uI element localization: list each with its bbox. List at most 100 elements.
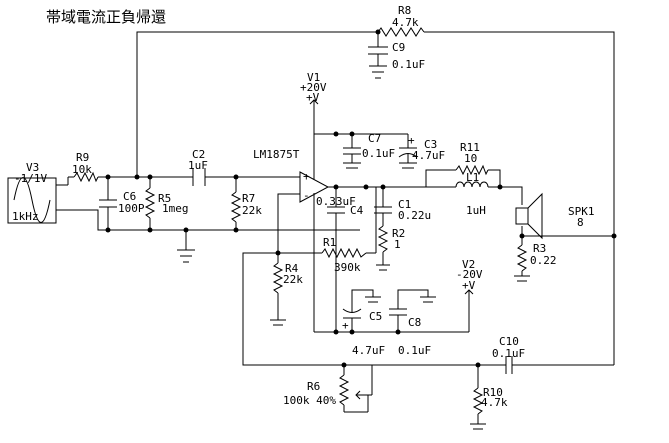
inductor-l1	[455, 181, 489, 188]
c9-ref: C9	[392, 41, 405, 54]
junction-dot	[134, 174, 140, 180]
r5-value: 1meg	[162, 202, 189, 215]
c10-value: 0.1uF	[492, 347, 525, 360]
ground-input	[177, 249, 195, 263]
r10-value: 4.7k	[481, 396, 508, 409]
resistor-r2	[376, 225, 390, 271]
r5-ref: R5	[158, 192, 171, 205]
svg-text:+: +	[342, 319, 349, 332]
capacitor-c1	[374, 187, 392, 226]
c1-value: 0.22u	[398, 209, 431, 222]
junction-dot	[475, 362, 481, 368]
v1-ref: V1	[307, 71, 320, 84]
diagram-title: 帯域電流正負帰還	[46, 8, 166, 26]
junction-dot	[341, 362, 347, 368]
c9-value: 0.1uF	[392, 58, 425, 71]
resistor-r4	[270, 253, 286, 326]
r10-ref: R10	[483, 386, 503, 399]
v2-sign: +V	[462, 279, 476, 292]
c4-ref: C4	[350, 204, 364, 217]
r3-ref: R3	[533, 242, 546, 255]
v1-value: +20V	[300, 81, 327, 94]
junction-dot	[183, 227, 189, 233]
c6-ref: C6	[123, 190, 136, 203]
r4-value: 22k	[283, 273, 303, 286]
c3-ref: C3	[424, 138, 437, 151]
c1-ref: C1	[398, 198, 411, 211]
r8-ref: R8	[398, 4, 411, 17]
input-wires	[56, 176, 360, 250]
junction-dot	[363, 184, 369, 190]
opamp-wires	[277, 108, 470, 333]
c8-ref: C8	[408, 316, 421, 329]
resistor-r7	[230, 177, 242, 230]
resistor-r5	[144, 177, 156, 230]
capacitor-c6	[99, 177, 117, 230]
c5-value: 4.7uF	[352, 344, 385, 357]
r11-ref: R11	[460, 141, 480, 154]
v2-value: -20V	[456, 268, 483, 281]
l1-value: 1uH	[466, 204, 486, 217]
v2-ref: V2	[462, 258, 475, 271]
c3-value: 4.7uF	[412, 149, 445, 162]
capacitor-c10	[505, 356, 518, 374]
junction-dot	[611, 233, 617, 239]
v3-freq: 1kHz	[12, 210, 39, 223]
c8-value: 0.1uF	[398, 344, 431, 357]
c6-value: 100P	[118, 202, 145, 215]
supply-v1	[309, 99, 319, 108]
junction-dot	[333, 184, 339, 190]
v3-ref: V3	[26, 161, 39, 174]
svg-text:-: -	[303, 189, 310, 202]
capacitor-c5: +	[342, 289, 381, 332]
resistor-r3	[514, 244, 530, 282]
capacitor-c4	[327, 206, 345, 214]
r6-value: 100k 40%	[283, 394, 336, 407]
r7-value: 22k	[242, 204, 262, 217]
resistor-r11	[455, 164, 489, 176]
svg-text:+: +	[303, 170, 310, 183]
r1-ref: R1	[323, 236, 336, 249]
resistor-r1	[321, 247, 367, 259]
r6-ref: R6	[307, 380, 320, 393]
r3-value: 0.22	[530, 254, 557, 267]
capacitor-c8	[389, 289, 436, 332]
c2-ref: C2	[192, 148, 205, 161]
junction-dot	[333, 131, 339, 137]
r9-value: 10k	[72, 163, 92, 176]
junction-dot	[497, 184, 503, 190]
supply-v2	[464, 289, 474, 298]
r9-ref: R9	[76, 151, 89, 164]
l1-ref: L1	[466, 171, 479, 184]
c10-ref: C10	[499, 335, 519, 348]
resistor-r8	[377, 27, 425, 37]
spk1-ref: SPK1	[568, 205, 595, 218]
c7-value: 0.1uF	[362, 147, 395, 160]
resistor-r9	[73, 171, 99, 183]
capacitor-c2	[192, 168, 206, 186]
r4-ref: R4	[285, 262, 299, 275]
resistor-r10	[470, 387, 486, 430]
capacitor-c3: +	[398, 134, 418, 169]
c7-ref: C7	[368, 132, 381, 145]
spk1-value: 8	[577, 216, 584, 229]
r11-value: 10	[464, 152, 477, 165]
speaker-spk1	[515, 192, 543, 240]
capacitor-c7	[343, 134, 361, 169]
r7-ref: R7	[242, 192, 255, 205]
c2-value: 1uF	[188, 159, 208, 172]
c4-value: 0.33uF	[316, 195, 356, 208]
svg-text:+: +	[408, 134, 415, 147]
r2-value: 1	[394, 238, 401, 251]
potentiometer-r6	[338, 365, 373, 413]
c5-ref: C5	[369, 310, 382, 323]
capacitor-c9	[368, 46, 388, 79]
r8-value: 4.7k	[392, 16, 419, 29]
junction-dot	[333, 329, 339, 335]
u1-ref: LM1875T	[253, 148, 300, 161]
v3-value: -1/1V	[14, 172, 47, 185]
junction-dot	[519, 233, 525, 239]
v1-sign: +V	[306, 91, 320, 104]
source-v3	[7, 177, 57, 224]
